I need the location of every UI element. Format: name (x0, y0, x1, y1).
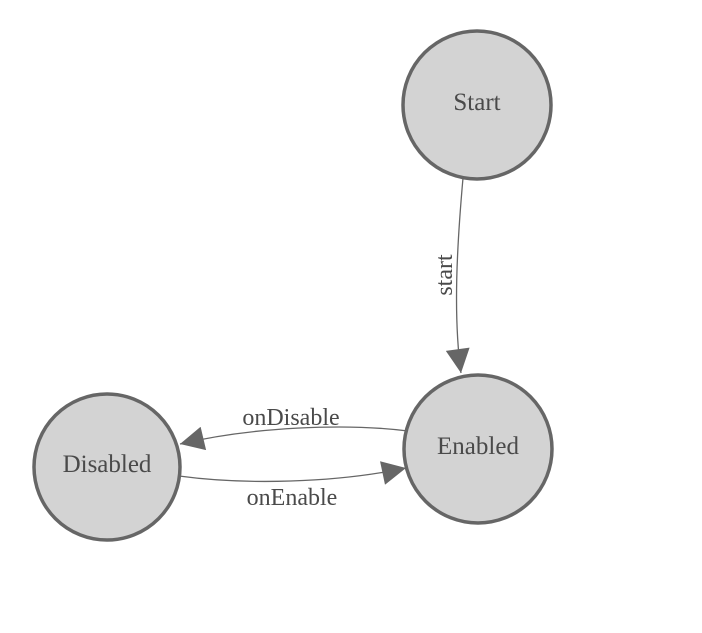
state-label-disabled: Disabled (63, 451, 152, 478)
edge-label-onenable: onEnable (247, 485, 338, 511)
state-node-disabled[interactable] (32, 392, 182, 542)
transition-labels: start onDisable onEnable (242, 254, 458, 511)
state-labels: Start Enabled Disabled (63, 89, 520, 478)
state-node-start[interactable] (401, 29, 553, 181)
edge-enabled-to-disabled (179, 426, 409, 451)
state-node-enabled[interactable] (402, 373, 554, 525)
state-circle-disabled[interactable] (32, 392, 182, 542)
state-circle-enabled[interactable] (402, 373, 554, 525)
state-label-enabled: Enabled (437, 433, 519, 460)
edge-label-ondisable: onDisable (242, 405, 339, 431)
state-label-start: Start (453, 89, 500, 116)
state-circle-start[interactable] (401, 29, 553, 181)
transition-edges (178, 177, 470, 485)
edge-start-to-enabled (445, 177, 470, 374)
edge-disabled-to-enabled (178, 461, 407, 485)
edge-label-start: start (432, 254, 458, 296)
